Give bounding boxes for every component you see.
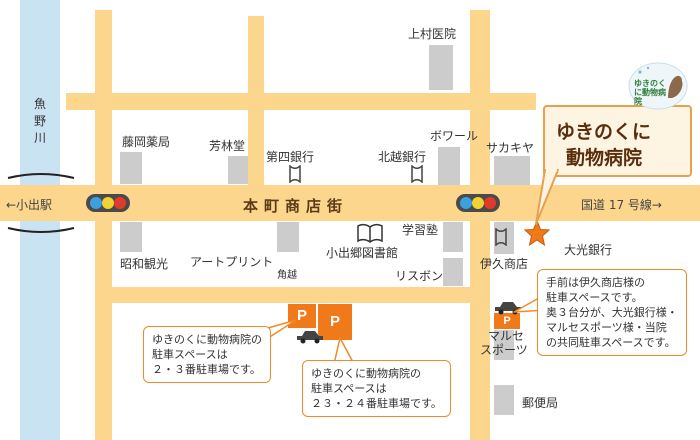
to-station-label: ←小出駅 xyxy=(6,198,53,212)
traffic-signal-left xyxy=(86,194,130,212)
label-maruse-sports-sub: スポーツ xyxy=(480,343,528,357)
note-center: ゆきのくに動物病院の 駐車スペースは ２３・２４番駐車場です。 xyxy=(302,360,451,417)
upper-road xyxy=(66,93,536,110)
parking-sign: P xyxy=(494,313,520,329)
label-taiko-bank: 大光銀行 xyxy=(564,243,613,257)
building-iku-shoten xyxy=(494,222,514,254)
label-art-print: アートプリント xyxy=(190,255,274,269)
river-label-2: 野 xyxy=(34,114,47,128)
label-fujioka-pharmacy: 藤岡薬局 xyxy=(122,135,171,149)
bank-icon xyxy=(495,228,507,246)
label-daishi-bank: 第四銀行 xyxy=(266,150,315,164)
parking-sign: P xyxy=(318,304,352,340)
bank-icon xyxy=(411,165,423,183)
book-icon xyxy=(357,223,383,243)
label-post-office: 郵便局 xyxy=(522,396,559,410)
building-gakushujuku xyxy=(443,222,463,252)
note-center-line: ゆきのくに動物病院の xyxy=(311,367,421,380)
label-sakakiya: サカキヤ xyxy=(486,141,535,155)
river-label-3: 川 xyxy=(34,131,47,145)
clinic-logo: ゆきのくに動物病院 xyxy=(628,62,688,110)
label-art-print-sub: 角越 xyxy=(277,270,297,281)
building-kamimura-clinic xyxy=(429,45,453,90)
clinic-name-line2: 動物病院 xyxy=(566,147,643,169)
note-right: 手前は伊久商店様の 駐車スペースです。 奥３台分が、大光銀行様・ マルセスポーツ… xyxy=(537,269,687,356)
car-icon xyxy=(297,331,323,344)
building-post-office xyxy=(494,385,514,415)
note-right-line: の共同駐車スペースです。 xyxy=(546,336,676,349)
note-left: ゆきのくに動物病院の 駐車スペースは ２・３番駐車場です。 xyxy=(143,326,271,383)
building-hourindo xyxy=(228,156,248,184)
label-hokuetsu-bank: 北越銀行 xyxy=(378,150,427,164)
label-maruse-sports: マルセ xyxy=(488,329,525,343)
note-right-line: 手前は伊久商店様の xyxy=(546,276,645,289)
label-iku-shoten: 伊久商店 xyxy=(480,257,529,271)
building-sakakiya xyxy=(494,156,530,185)
clinic-name-line1: ゆきのくに xyxy=(556,121,652,143)
label-gakushujuku: 学習塾 xyxy=(402,223,439,237)
note-left-line: ゆきのくに動物病院の xyxy=(152,333,262,346)
label-lisbon: リスボン xyxy=(395,269,444,283)
building-fujioka-pharmacy xyxy=(120,152,142,184)
building-showa-kanko xyxy=(120,222,142,252)
clinic-name-box xyxy=(543,105,692,177)
lower-road xyxy=(95,287,490,303)
left-vertical-road xyxy=(95,10,112,440)
right-vertical-road xyxy=(470,10,490,440)
to-route-label: 国道 17 号線→ xyxy=(581,198,662,212)
note-right-line: 駐車スペースです。 xyxy=(546,291,643,304)
note-right-line: 奥３台分が、大光銀行様・ xyxy=(546,306,678,319)
river-label-1: 魚 xyxy=(34,97,47,111)
label-library: 小出郷図書館 xyxy=(326,246,399,260)
label-showa-kanko: 昭和観光 xyxy=(120,257,169,271)
note-center-line: 駐車スペースは xyxy=(311,382,387,395)
note-center-line: ２３・２４番駐車場です。 xyxy=(311,397,442,410)
building-bowl xyxy=(438,147,460,185)
traffic-signal-right xyxy=(456,194,500,212)
center-vertical-road xyxy=(248,16,264,196)
parking-sign: P xyxy=(288,304,316,328)
building-art-print xyxy=(277,222,299,252)
callout-pointer xyxy=(535,168,559,225)
note-left-line: ２・３番駐車場です。 xyxy=(152,363,261,376)
clinic-location-star-icon xyxy=(524,220,550,246)
label-kamimura-clinic: 上村医院 xyxy=(408,27,457,41)
label-bowl: ボワール xyxy=(430,129,479,143)
bridge xyxy=(7,173,75,233)
note-left-line: 駐車スペースは xyxy=(152,348,228,361)
label-hourindo: 芳林堂 xyxy=(209,139,246,153)
building-maruse-sports xyxy=(494,330,514,360)
bank-icon xyxy=(289,165,301,183)
note-right-line: マルセスポーツ様・当院 xyxy=(546,321,667,334)
building-lisbon xyxy=(443,258,463,286)
main-street-label: 本町商店街 xyxy=(243,197,349,215)
